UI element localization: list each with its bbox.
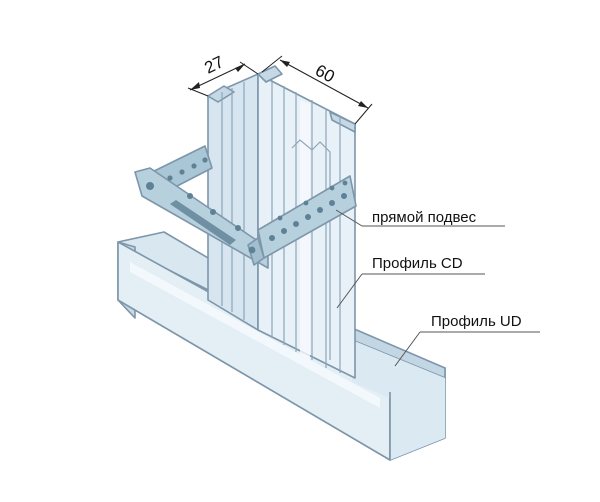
label-ud: Профиль UD (394, 313, 540, 367)
label-ud-text: Профиль UD (431, 313, 522, 330)
label-cd-text: Профиль CD (372, 255, 463, 272)
label-hanger-text: прямой подвес (372, 209, 477, 226)
dimension-27-label: 27 (201, 52, 226, 77)
label-hanger: прямой подвес (335, 209, 505, 227)
direct-hanger (134, 145, 357, 269)
dimension-60-label: 60 (312, 61, 338, 87)
label-cd: Профиль CD (336, 255, 485, 309)
